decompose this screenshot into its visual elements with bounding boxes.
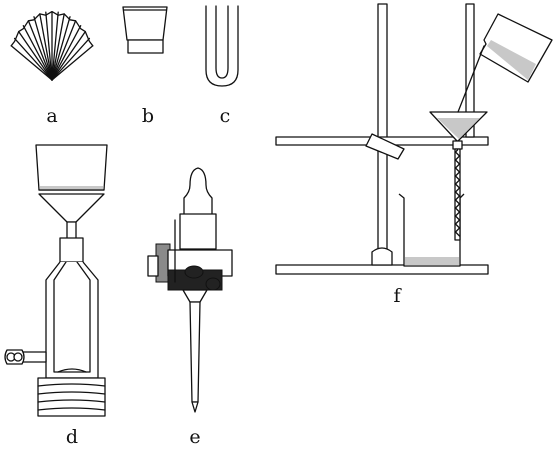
buchner-funnel-flask: d (4, 144, 108, 448)
fluted-filter-paper: a (10, 10, 94, 127)
label-c: c (220, 105, 231, 127)
extraction-thimble: c (205, 5, 239, 127)
label-a: a (46, 105, 57, 127)
gravity-filtration-setup: f (275, 3, 553, 307)
label-e: e (189, 426, 200, 448)
filter-crucible: b (122, 6, 168, 127)
hirsch-funnel-assembly: e (147, 167, 233, 448)
label-b: b (142, 105, 154, 127)
label-d: d (66, 426, 78, 448)
label-f: f (393, 285, 402, 307)
